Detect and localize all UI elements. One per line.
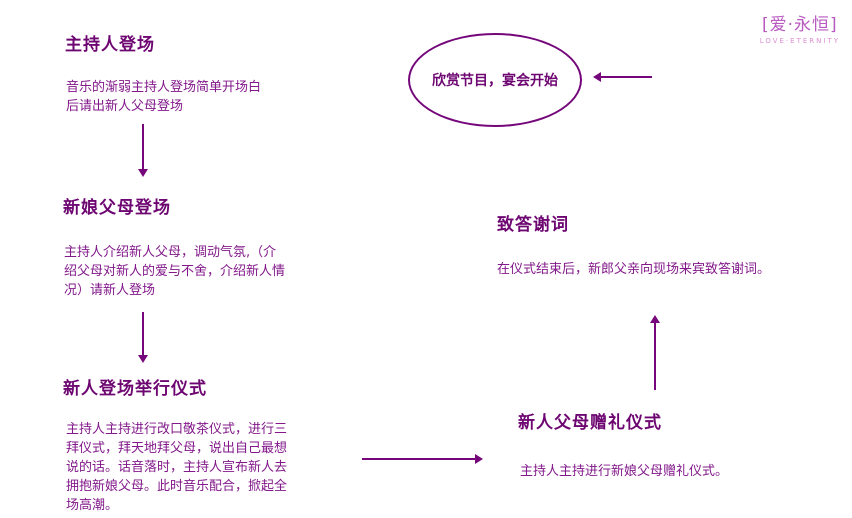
step-bride-parents-title: 新娘父母登场 [63, 198, 171, 218]
flow-arrow-up-1 [650, 315, 660, 390]
flow-arrow-down-2 [138, 312, 148, 363]
step-parents-gift-title: 新人父母赠礼仪式 [518, 413, 662, 433]
flow-arrow-down-1 [138, 124, 148, 177]
brand-logo: [爱·永恒] LOVE·ETERNITY [760, 10, 840, 45]
step-couple-ceremony-body: 主持人主持进行改口敬茶仪式，进行三拜仪式，拜天地拜父母，说出自己最想说的话。话音… [66, 422, 288, 513]
step-thanks-speech-title: 致答谢词 [497, 215, 569, 235]
step-host-entrance-body: 音乐的渐弱主持人登场简单开场白后请出新人父母登场 [66, 80, 262, 114]
step-couple-ceremony-title: 新人登场举行仪式 [63, 379, 207, 399]
step-thanks-speech-body: 在仪式结束后，新郎父亲向现场来宾致答谢词。 [497, 262, 771, 277]
brand-logo-subtext: LOVE·ETERNITY [759, 37, 840, 45]
terminal-ellipse: 欣赏节目，宴会开始 [408, 33, 582, 127]
terminal-label: 欣赏节目，宴会开始 [432, 73, 558, 89]
step-host-entrance-title: 主持人登场 [65, 35, 155, 55]
flow-arrow-right-1 [362, 454, 483, 464]
step-parents-gift-body: 主持人主持进行新娘父母赠礼仪式。 [520, 464, 729, 479]
brand-logo-text: [爱·永恒] [762, 15, 838, 35]
step-bride-parents-body: 主持人介绍新人父母，调动气氛,（介绍父母对新人的爱与不舍，介绍新人情况）请新人登… [64, 245, 286, 298]
flow-arrow-left-to-terminal [593, 72, 652, 82]
